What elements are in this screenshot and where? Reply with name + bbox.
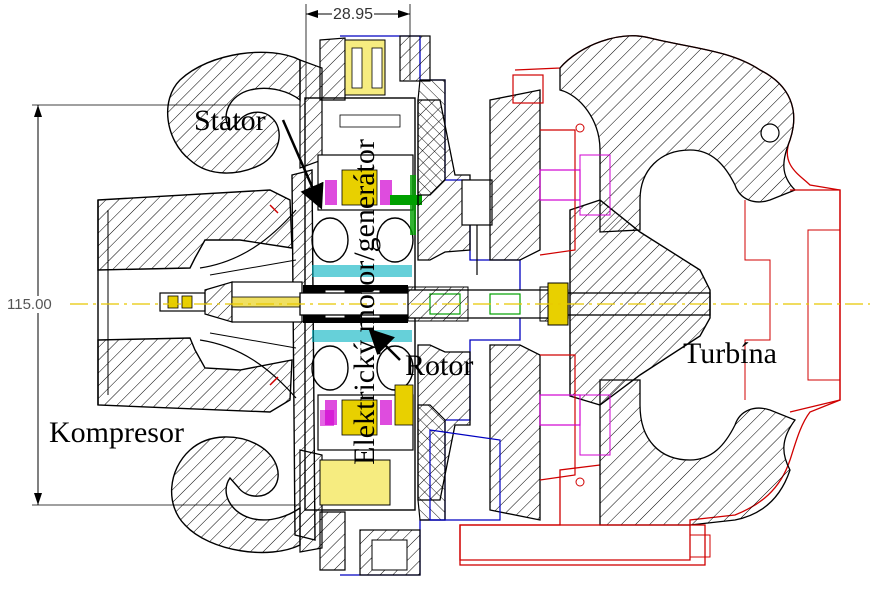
center-housing xyxy=(340,35,541,576)
rotor-label: Rotor xyxy=(405,349,474,382)
motor-generator-label: Elektrický motor/generátor xyxy=(348,139,381,465)
compressor-label: Kompresor xyxy=(49,416,184,449)
turbine-housing xyxy=(459,35,841,566)
leader-arrows xyxy=(281,119,401,361)
stator-label: Stator xyxy=(194,104,266,137)
width-dimension-label: 28.95 xyxy=(332,6,375,24)
diameter-dimension-label: 115.00 xyxy=(6,296,53,313)
compressor-housing xyxy=(97,51,323,554)
turbine-label: Turbína xyxy=(683,337,777,370)
